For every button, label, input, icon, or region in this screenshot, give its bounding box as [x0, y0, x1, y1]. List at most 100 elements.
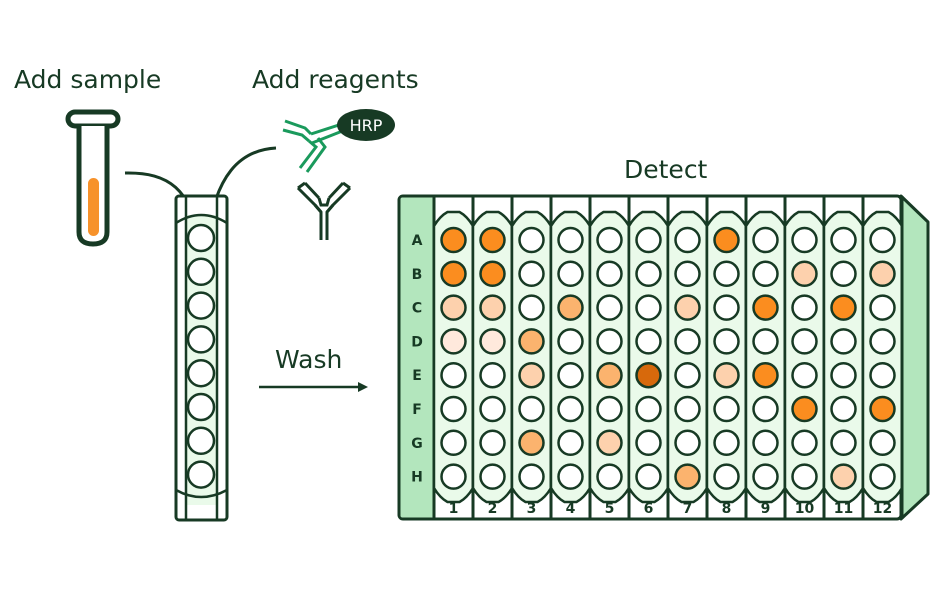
- well-A3: [518, 226, 545, 254]
- well-C9: [752, 294, 779, 321]
- column-strip: [744, 210, 787, 504]
- column-strip: [666, 210, 709, 504]
- well-A9: [752, 226, 779, 254]
- well-E11: [830, 361, 857, 389]
- well-C7: [674, 294, 701, 321]
- column-label: 6: [644, 501, 654, 517]
- well-E9: [752, 361, 779, 389]
- row-label: D: [411, 334, 423, 350]
- hrp-enzyme: [337, 109, 395, 141]
- plate-column-8: [705, 196, 748, 519]
- wash-arrow: [259, 382, 368, 392]
- well-F12: [869, 395, 896, 423]
- well-D12: [869, 328, 896, 355]
- sample-liquid: [88, 178, 99, 236]
- well-D9: [752, 328, 779, 355]
- hrp-antibody-icon: HRP: [282, 109, 395, 173]
- well-G3: [518, 429, 545, 457]
- plate-column-11: [822, 196, 865, 519]
- well-F10: [791, 395, 818, 423]
- well-E10: [791, 361, 818, 389]
- plate-column-10: [783, 196, 826, 519]
- strip-well: [186, 358, 216, 388]
- column-strip: [705, 210, 748, 504]
- column-label: 10: [795, 501, 815, 517]
- well-E4: [557, 361, 584, 389]
- plate-column-3: [510, 196, 553, 519]
- well-D7: [674, 328, 701, 355]
- well-D1: [440, 328, 467, 355]
- well-E1: [440, 361, 467, 389]
- well-G11: [830, 429, 857, 457]
- plate-column-7: [666, 196, 709, 519]
- strip-well: [186, 291, 216, 320]
- well-B11: [830, 260, 857, 288]
- column-strip: [588, 210, 631, 504]
- well-G2: [479, 429, 506, 457]
- well-A4: [557, 226, 584, 254]
- strip-well: [186, 325, 216, 354]
- well-A6: [635, 226, 662, 254]
- column-label: 8: [722, 501, 732, 517]
- well-B6: [635, 260, 662, 288]
- well-C1: [440, 294, 467, 321]
- well-F5: [596, 395, 623, 423]
- well-F3: [518, 395, 545, 423]
- well-H4: [557, 463, 584, 490]
- well-D4: [557, 328, 584, 355]
- well-D2: [479, 328, 506, 355]
- column-strip: [471, 210, 514, 504]
- well-G12: [869, 429, 896, 457]
- well-D3: [518, 328, 545, 355]
- plate-side-bevel: [899, 194, 930, 521]
- well-strip: [174, 194, 229, 522]
- well-F9: [752, 395, 779, 423]
- strip-well: [186, 460, 216, 489]
- column-label: 5: [605, 501, 615, 517]
- hrp-label: HRP: [350, 116, 383, 135]
- well-G7: [674, 429, 701, 457]
- well-B1: [440, 260, 467, 288]
- plate-column-12: [861, 196, 904, 519]
- plate-column-9: [744, 196, 787, 519]
- column-strip: [510, 210, 553, 504]
- plate-column-2: [471, 196, 514, 519]
- column-label: 2: [488, 501, 498, 517]
- row-label: B: [412, 267, 423, 283]
- step-label-detect: Detect: [624, 155, 708, 184]
- well-B4: [557, 260, 584, 288]
- well-F2: [479, 395, 506, 423]
- well-B12: [869, 260, 896, 288]
- well-A2: [479, 226, 506, 254]
- column-label: 7: [683, 501, 693, 517]
- well-C5: [596, 294, 623, 321]
- column-label: 4: [566, 501, 576, 517]
- well-G8: [713, 429, 740, 457]
- well-H5: [596, 463, 623, 490]
- well-H3: [518, 463, 545, 490]
- well-H2: [479, 463, 506, 490]
- well-H1: [440, 463, 467, 490]
- step-label-wash: Wash: [275, 345, 342, 374]
- column-strip: [783, 210, 826, 504]
- well-E2: [479, 361, 506, 389]
- strip-well: [186, 392, 216, 422]
- well-A5: [596, 226, 623, 254]
- well-C12: [869, 294, 896, 321]
- well-C3: [518, 294, 545, 321]
- column-strip: [432, 210, 475, 504]
- well-A7: [674, 226, 701, 254]
- plate-column-5: [588, 196, 631, 519]
- well-C4: [557, 294, 584, 321]
- well-B2: [479, 260, 506, 288]
- strip-well: [186, 223, 216, 253]
- well-B3: [518, 260, 545, 288]
- test-tube-icon: [65, 109, 121, 247]
- well-G5: [596, 429, 623, 457]
- column-label: 9: [761, 501, 771, 517]
- well-D6: [635, 328, 662, 355]
- well-G4: [557, 429, 584, 457]
- well-H6: [635, 463, 662, 490]
- well-A10: [791, 226, 818, 254]
- well-E12: [869, 361, 896, 389]
